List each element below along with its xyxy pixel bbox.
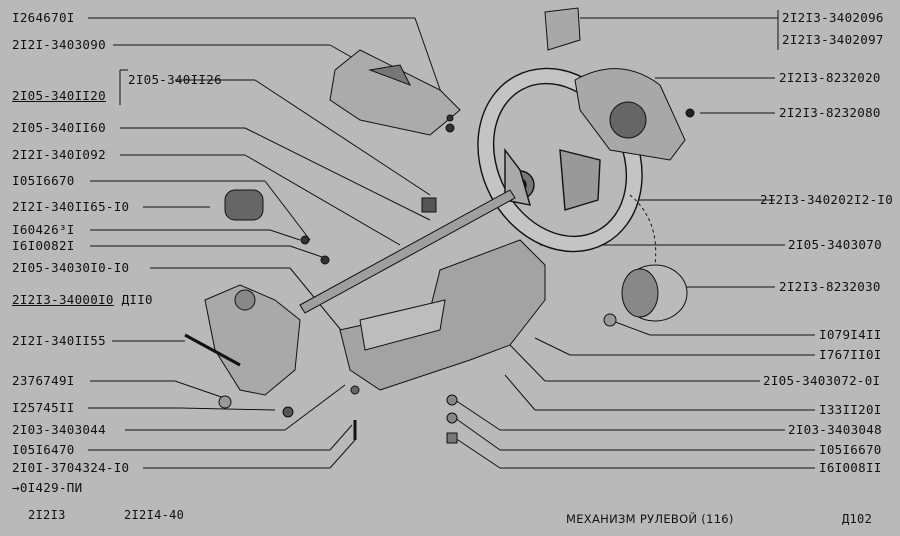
- part-label: 2I05-340II60: [12, 120, 106, 135]
- part-label: 2I2I3-3402096: [782, 10, 884, 25]
- part-label: I079I4II: [819, 327, 882, 342]
- part-label: 2I0I-3704324-I0: [12, 460, 130, 475]
- column-shroud: [329, 49, 461, 136]
- part-label: I6I008II: [819, 460, 882, 475]
- part-label: →0I429-ПИ: [12, 480, 83, 495]
- page-number: Д102: [842, 512, 873, 526]
- part-label: 2I03-3403048: [788, 422, 882, 437]
- part-label: 2I2I3-8232080: [779, 105, 881, 120]
- part-label: 2I05-34030I0-I0: [12, 260, 130, 275]
- part-label: 2I2I-340I092: [12, 147, 106, 162]
- part-label: 2I05-340II26: [128, 72, 222, 87]
- part-label: I05I6670: [12, 173, 75, 188]
- diagram-title: МЕХАНИЗМ РУЛЕВОЙ (116): [566, 512, 734, 526]
- part-label: I05I6470: [12, 442, 75, 457]
- part-label: I264670I: [12, 10, 75, 25]
- part-label: I33II20I: [819, 402, 882, 417]
- part-label: 2I2I-340II65-I0: [12, 199, 130, 214]
- steering-shaft: [224, 189, 516, 314]
- airbag-module: [544, 7, 695, 161]
- part-label: 2I05-340II20: [12, 88, 106, 103]
- part-label: 2376749I: [12, 373, 75, 388]
- assembly-code: 2I2I3-34000I0: [12, 292, 114, 307]
- column-bracket: [339, 239, 546, 444]
- part-label: I05I6670: [819, 442, 882, 457]
- part-label: 2I05-3403072-0I: [763, 373, 881, 388]
- steering-gear: [184, 284, 301, 418]
- part-label: 2I2I-340II55: [12, 333, 106, 348]
- part-label: 2I05-3403070: [788, 237, 882, 252]
- part-label: 2I2I3-340202I2-I0: [760, 192, 894, 207]
- part-label: I60426³I: [12, 222, 75, 237]
- model-code-a: 2I2I3: [28, 508, 66, 522]
- part-label: I767II0I: [819, 347, 882, 362]
- part-label: 2I2I3-8232020: [779, 70, 881, 85]
- part-label: 2I2I3-3402097: [782, 32, 884, 47]
- part-label: I25745II: [12, 400, 75, 415]
- assembly-suffix: ДII0: [121, 292, 153, 307]
- part-label: 2I2I-3403090: [12, 37, 106, 52]
- part-label: 2I2I3-34000I0 ДII0: [12, 293, 153, 307]
- part-label: 2I03-3403044: [12, 422, 106, 437]
- part-label: I6I0082I: [12, 238, 75, 253]
- contact-ring: [603, 264, 688, 327]
- part-label: 2I2I3-8232030: [779, 279, 881, 294]
- model-code-b: 2I2I4-40: [124, 508, 185, 522]
